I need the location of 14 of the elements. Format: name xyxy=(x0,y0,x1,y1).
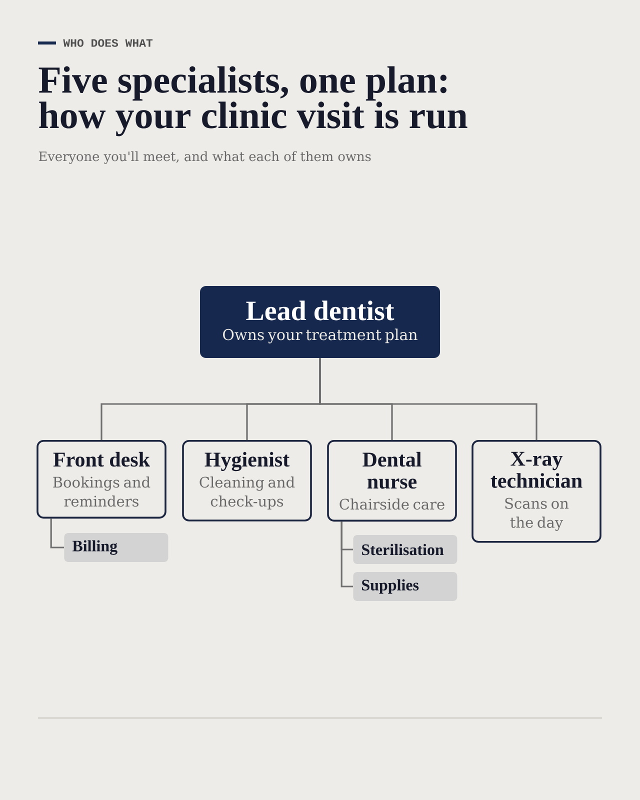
connector-line xyxy=(319,358,538,440)
eyebrow-label: WHO DOES WHAT xyxy=(63,39,153,47)
connector-line xyxy=(340,522,353,588)
role-box: Dental nurse Chairside care xyxy=(327,440,457,522)
role-box: X-ray technician Scans on the day xyxy=(472,440,602,543)
title: Five specialists, one plan: how your clinic visit is run xyxy=(38,66,468,136)
tag-box: Supplies xyxy=(353,572,458,601)
tag-box: Billing xyxy=(64,533,168,562)
tag-box: Sterilisation xyxy=(353,535,458,564)
connector-line xyxy=(50,518,64,548)
role-box: Front desk Bookings and reminders xyxy=(36,440,166,519)
role-box: Hygienist Cleaning and check-ups xyxy=(182,440,312,522)
subtitle: Everyone you'll meet, and what each of them owns xyxy=(38,151,371,164)
role-box: Lead dentist Owns your treatment plan xyxy=(200,286,440,358)
